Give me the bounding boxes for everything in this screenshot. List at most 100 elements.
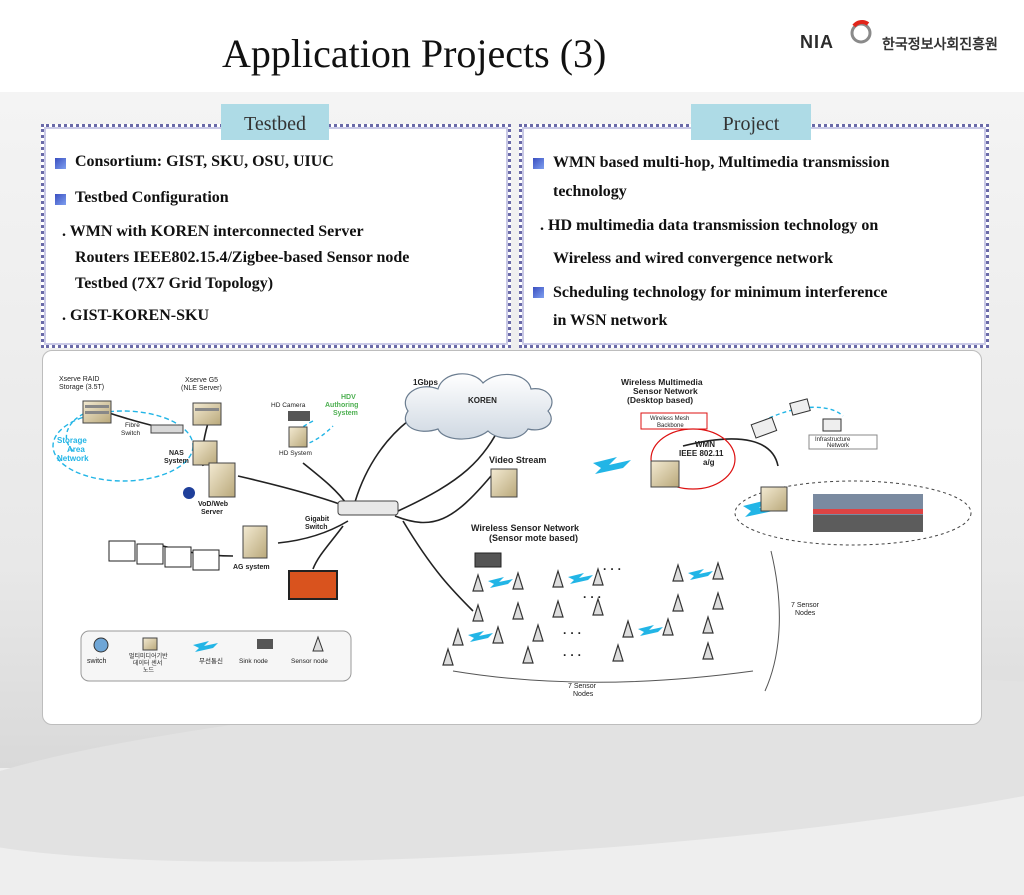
wsn-label-1: Wireless Sensor Network bbox=[471, 523, 580, 533]
grid-brackets bbox=[452, 550, 780, 692]
legend-box bbox=[80, 630, 352, 682]
legend-multimedia-label-2: 데이터 센서 bbox=[133, 659, 162, 667]
sensor-node-icon bbox=[472, 560, 724, 592]
fibre-label-2: Switch bbox=[121, 430, 141, 437]
wmn-ellipse bbox=[650, 428, 736, 490]
sink-node-icon bbox=[474, 552, 502, 568]
logo-brand: NIA bbox=[800, 32, 834, 52]
video-stream-host-icon bbox=[490, 468, 518, 498]
tv-monitor-icon bbox=[288, 570, 338, 600]
sensor-node-grid bbox=[442, 560, 724, 666]
mesh-label-2: Backbone bbox=[657, 423, 684, 429]
wsn-wireless-waves bbox=[468, 569, 713, 642]
header-band bbox=[0, 0, 1024, 92]
slide-title: Application Projects (3) bbox=[222, 31, 607, 76]
gigabit-label-2: Switch bbox=[305, 524, 328, 531]
logo-ring-icon bbox=[850, 20, 872, 44]
testbed-sub-wmn-line3: Testbed (7X7 Grid Topology) bbox=[75, 275, 274, 292]
xserve-raid-label-1: Xserve RAID bbox=[59, 376, 99, 383]
network-diagram: 1Gbps KOREN Xserve RAID Storage (3.5T) X… bbox=[42, 350, 982, 725]
project-item-wmn-line1: WMN based multi-hop, Multimedia transmis… bbox=[553, 154, 890, 171]
bullet-icon bbox=[55, 194, 66, 205]
project-sub-hd-line1: . HD multimedia data transmission techno… bbox=[540, 217, 879, 234]
wmn-label-3: a/g bbox=[703, 458, 715, 467]
legend-multimedia-label-3: 노드 bbox=[143, 667, 155, 674]
mesh-backbone-box bbox=[640, 412, 708, 430]
wmsn-label-2: Sensor Network bbox=[633, 386, 698, 396]
seven-nodes-right-label-1: 7 Sensor bbox=[791, 602, 820, 609]
legend-sink-icon bbox=[257, 639, 273, 649]
vod-label-2: Server bbox=[201, 509, 223, 516]
ellipsis-2: · · · bbox=[583, 590, 602, 604]
testbed-sub-wmn-line2: Routers IEEE802.15.4/Zigbee-based Sensor… bbox=[75, 249, 410, 266]
ellipsis-3: · · · bbox=[563, 626, 582, 640]
xserve-raid-icon bbox=[82, 400, 112, 424]
project-tag: Project bbox=[691, 104, 811, 140]
nas-label-2: System bbox=[164, 458, 189, 465]
gigabit-switch-icon bbox=[337, 500, 399, 516]
sensor-node-icon bbox=[442, 640, 714, 666]
wmsn-label-3: (Desktop based) bbox=[627, 395, 693, 405]
sensor-node-icon bbox=[452, 614, 714, 646]
testbed-item-configuration: Testbed Configuration bbox=[75, 189, 229, 206]
legend-switch-icon bbox=[93, 637, 109, 653]
hd-camera-icon bbox=[288, 411, 310, 421]
seven-nodes-right-label-2: Nodes bbox=[795, 610, 816, 617]
wsn-label-2: (Sensor mote based) bbox=[489, 533, 578, 543]
bridge-photo-ellipse bbox=[734, 480, 972, 546]
hdv-label-1: HDV bbox=[341, 394, 356, 401]
camera-node-icon bbox=[760, 486, 788, 512]
san-label-1: Storage bbox=[57, 436, 87, 445]
infra-label-2: Network bbox=[827, 443, 850, 449]
hd-camera-label: HD Camera bbox=[271, 402, 306, 409]
infra-label-1: Infrastructure bbox=[815, 437, 851, 443]
testbed-sub-wmn-line1: . WMN with KOREN interconnected Server bbox=[62, 223, 364, 240]
bullet-icon bbox=[533, 158, 544, 169]
hd-system-label: HD System bbox=[279, 450, 312, 457]
video-stream-label: Video Stream bbox=[489, 455, 546, 465]
testbed-sub-gist: . GIST-KOREN-SKU bbox=[62, 307, 209, 324]
nia-logo: NIA 한국정보사회진흥원 bbox=[800, 18, 1010, 66]
nas-label-1: NAS bbox=[169, 450, 184, 457]
infrastructure-box bbox=[808, 434, 878, 450]
koren-cloud-icon bbox=[404, 373, 553, 440]
wireless-wave-icon bbox=[593, 457, 781, 517]
san-label-3: Network bbox=[57, 454, 89, 463]
testbed-panel bbox=[41, 124, 511, 348]
wmsn-label-1: Wireless Multimedia bbox=[621, 377, 703, 387]
san-label-2: Area bbox=[67, 445, 85, 454]
testbed-item-consortium: Consortium: GIST, SKU, OSU, UIUC bbox=[75, 153, 334, 170]
vod-label-1: VoD/Web bbox=[198, 501, 228, 508]
legend-sink-label: Sink node bbox=[239, 658, 268, 665]
laptop-icon bbox=[750, 398, 842, 439]
bullet-icon bbox=[533, 287, 544, 298]
legend-switch-label: switch bbox=[87, 658, 107, 665]
ag-display-wall-icon bbox=[108, 540, 220, 571]
ellipsis-4: · · · bbox=[563, 648, 582, 662]
project-item-scheduling-line2: in WSN network bbox=[553, 312, 668, 329]
ellipsis-1: · · · bbox=[603, 562, 622, 576]
network-diagram-svg: 1Gbps KOREN Xserve RAID Storage (3.5T) X… bbox=[52, 373, 972, 698]
wmn-label-2: IEEE 802.11 bbox=[679, 449, 724, 458]
seven-nodes-bottom-label-2: Nodes bbox=[573, 691, 594, 698]
hdv-label-2: Authoring bbox=[325, 402, 358, 409]
vod-server-icon bbox=[183, 462, 236, 499]
legend-multimedia-label-1: 멀티미디어기반 bbox=[129, 652, 168, 660]
xserve-g5-icon bbox=[192, 402, 222, 426]
gigabit-label-1: Gigabit bbox=[305, 516, 330, 523]
bandwidth-label: 1Gbps bbox=[413, 378, 438, 387]
hd-system-icon bbox=[288, 426, 308, 448]
project-item-scheduling-line1: Scheduling technology for minimum interf… bbox=[553, 284, 888, 301]
bridge-photo bbox=[813, 494, 923, 532]
hdv-label-3: System bbox=[333, 410, 358, 417]
project-item-wmn-line2: technology bbox=[553, 183, 627, 200]
xserve-raid-label-2: Storage (3.5T) bbox=[59, 384, 104, 391]
xserve-g5-label-1: Xserve G5 bbox=[185, 377, 218, 384]
fibre-switch-icon bbox=[150, 424, 184, 434]
legend-sensor-label: Sensor node bbox=[291, 658, 328, 665]
wmn-label-1: WMN bbox=[695, 440, 715, 449]
sensor-node-icon bbox=[472, 590, 724, 622]
legend-sensor-icon bbox=[312, 635, 324, 652]
bullet-icon bbox=[55, 158, 66, 169]
project-sub-hd-line2: Wireless and wired convergence network bbox=[553, 250, 833, 267]
